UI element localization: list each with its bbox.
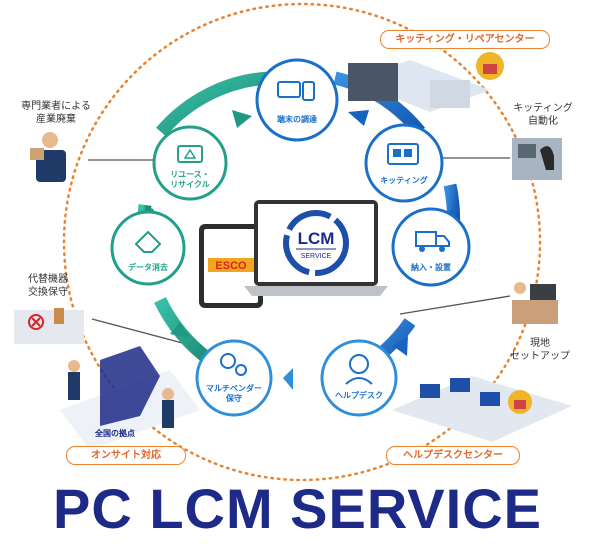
node-multivendor-label1: マルチベンダー [206,383,262,393]
repair-center-illustration [348,52,504,112]
replacement-illustration [14,308,84,344]
node-kitting-label: キッティング [380,175,428,185]
replacement-line2: 交換保守 [28,287,68,298]
bases-label: 全国の拠点 [94,428,135,438]
node-multivendor: マルチベンダー 保守 [195,339,273,417]
kitting-auto-line2: 自動化 [528,116,558,127]
repair-center-pill: キッティング・リペアセンター [380,30,550,49]
lcm-logo-subtext: SERVICE [301,253,332,260]
lcm-logo-ring [283,210,349,276]
node-reuse-label1: リユース・ [170,170,210,179]
lcm-logo-text: LCM [298,229,335,248]
node-reuse: リユース・ リサイクル [152,125,228,201]
node-helpdesk-label: ヘルプデスク [335,390,383,400]
waste-label-line2: 産業廃棄 [36,114,76,125]
node-erase: データ消去 [110,210,186,286]
kitting-auto-illustration [512,138,562,180]
waste-illustration [30,132,66,182]
helpdesk-center-pill: ヘルプデスクセンター [386,446,520,465]
setup-line1: 現地 [530,338,550,349]
node-procurement: 端末の調達 [255,58,339,142]
kitting-auto-label: キッティング 自動化 [498,102,588,128]
helpdesk-center-illustration [392,376,572,442]
connector-lines [88,157,511,346]
kitting-auto-line1: キッティング [513,103,573,114]
onsite-pill: オンサイト対応 [66,446,186,465]
waste-label: 専門業者による 産業廃棄 [6,100,106,126]
setup-illustration [512,282,558,324]
setup-label: 現地 セットアップ [500,337,580,363]
onsite-illustration: 全国の拠点 [60,346,200,450]
waste-label-line1: 専門業者による [21,101,91,112]
node-delivery-label: 納入・設置 [411,262,451,272]
node-procurement-label: 端末の調達 [277,114,317,124]
node-kitting: キッティング [364,123,444,203]
node-reuse-label2: リサイクル [170,179,210,189]
node-helpdesk: ヘルプデスク [320,339,398,417]
laptop-device: LCM SERVICE [244,200,388,296]
brand-logo: ESCO [215,260,247,272]
node-erase-label: データ消去 [128,262,168,272]
replacement-label: 代替機器 交換保守 [8,273,88,299]
node-multivendor-label2: 保守 [225,393,242,403]
node-delivery: 納入・設置 [391,207,471,287]
outer-dotted-ring [62,2,542,482]
page-title: PC LCM SERVICE [52,477,543,540]
replacement-line1: 代替機器 [28,274,68,285]
setup-line2: セットアップ [510,351,570,362]
